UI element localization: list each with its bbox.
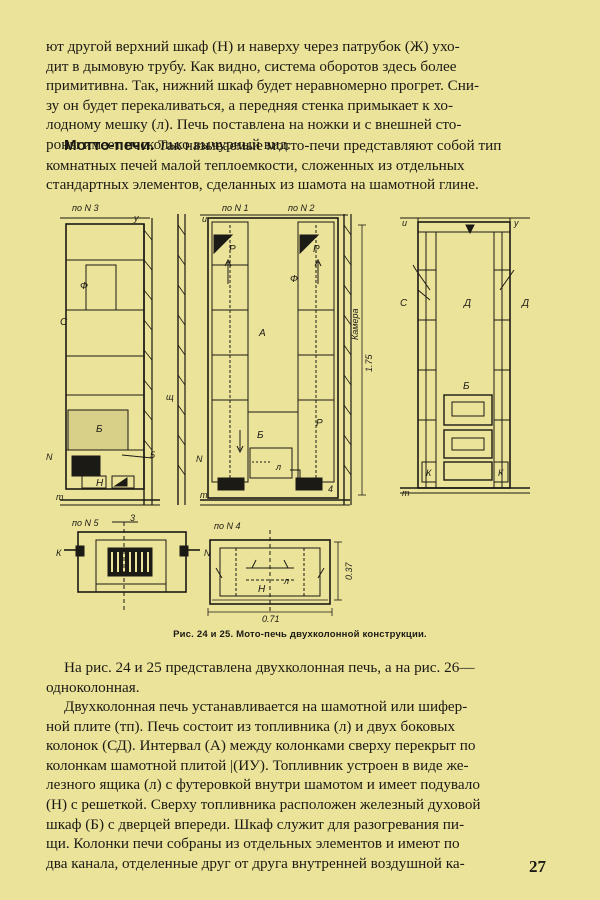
text-line: щи. Колонки печи собраны из отдельных эл… <box>46 835 460 853</box>
paragraph-3: На рис. 24 и 25 представлена двухколонна… <box>46 658 552 697</box>
label-num5: 5 <box>150 450 156 460</box>
label-a3: Д <box>521 298 529 309</box>
text-line: одноколонная. <box>46 678 140 696</box>
text-line: ют другой верхний шкаф (Н) и наверху чер… <box>46 38 460 55</box>
label-sec4: по N 4 <box>214 521 240 531</box>
label-i: и <box>202 214 207 224</box>
label-n1: Н <box>96 478 104 489</box>
label-f1: Ф <box>80 281 88 292</box>
text-line: лодному мешку (л). Печь поставлена на но… <box>46 116 462 134</box>
text-line: дит в дымовую трубу. Как видно, система … <box>46 57 457 75</box>
label-k3: К <box>56 548 62 558</box>
paragraph-1: ют другой верхний шкаф (Н) и наверху чер… <box>46 37 552 155</box>
label-n-left: N <box>46 452 53 462</box>
label-n-left2: N <box>196 454 203 464</box>
label-t2: т <box>200 490 208 500</box>
label-num3: 3 <box>130 513 135 523</box>
label-s2: С <box>400 298 408 309</box>
label-b2: Б <box>257 430 264 441</box>
label-u2: у <box>513 218 519 228</box>
label-k2: К <box>498 468 504 478</box>
label-kamera: Камера <box>350 309 360 341</box>
label-n2: Н <box>258 584 266 595</box>
label-r1: Р <box>229 244 236 255</box>
label-sec2: по N 2 <box>288 203 314 213</box>
label-sec1: по N 1 <box>222 203 248 213</box>
label-a2: Д <box>463 298 471 309</box>
text-line: Двухколонная печь устанавливается на шам… <box>64 698 468 715</box>
text-line: комнатных печей малой теплоемкости, слож… <box>46 156 465 174</box>
text-line: два канала, отделенные друг от друга вну… <box>46 854 465 872</box>
label-t3: т <box>402 488 410 498</box>
section-heading: Мотто-печи. <box>64 137 155 154</box>
paragraph-2: Мотто-печи. Так называемые мотто-печи пр… <box>46 136 552 195</box>
label-f2: Ф <box>290 274 298 285</box>
label-r3: Р <box>316 418 323 429</box>
text-line: Мотто-печи. Так называемые мотто-печи пр… <box>46 136 552 156</box>
text-line: зу он будет перекаливаться, а передняя с… <box>46 96 454 114</box>
text-line: На рис. 24 и 25 представлена двухколонна… <box>64 659 475 676</box>
figure-caption: Рис. 24 и 25. Мото-печь двухколонной кон… <box>173 629 427 640</box>
label-n-left3: N <box>204 548 211 558</box>
text-line: стандартных элементов, сделанных из шамо… <box>46 176 479 194</box>
label-b3: Б <box>463 381 470 392</box>
label-sch: щ <box>166 392 174 402</box>
label-dim175: 1.75 <box>364 353 374 372</box>
label-i2: и <box>402 218 407 228</box>
label-s: С <box>60 317 68 328</box>
label-l1: л <box>275 462 281 472</box>
label-r2: Р <box>313 244 320 255</box>
label-b1: Б <box>96 424 103 435</box>
text-line: лезного ящика (л) с футеровкой внутри ша… <box>46 776 480 794</box>
text-line: колонок (СД). Интервал (А) между колонка… <box>46 737 476 755</box>
label-num4: 4 <box>328 484 333 494</box>
page-number: 27 <box>529 857 546 876</box>
label-sec5: по N 5 <box>72 518 99 528</box>
paragraph-4: Двухколонная печь устанавливается на шам… <box>46 697 552 873</box>
label-a1: А <box>258 328 266 339</box>
text-fragment: Так называемые мотто-печи представляют с… <box>154 137 502 154</box>
label-t1: т <box>56 492 64 502</box>
label-k1: К <box>426 468 432 478</box>
text-line: примитивна. Так, нижний шкаф будет нерав… <box>46 77 480 95</box>
label-u: у <box>133 213 139 223</box>
text-line: роны имеет несколько вычурный вид. <box>46 135 291 153</box>
label-sec3: по N 3 <box>72 203 98 213</box>
label-l2: л <box>283 576 289 586</box>
text-line: (Н) с решеткой. Сверху топливника распол… <box>46 795 481 813</box>
text-line: шкаф (Б) с дверцей впереди. Шкаф служит … <box>46 815 465 833</box>
text-line: колонкам шамотной плитой |(ИУ). Топливни… <box>46 756 469 774</box>
text-line: ной плите (тп). Печь состоит из топливни… <box>46 717 456 735</box>
label-dim071: 0.71 <box>262 614 280 624</box>
label-dim037: 0.37 <box>344 561 354 580</box>
